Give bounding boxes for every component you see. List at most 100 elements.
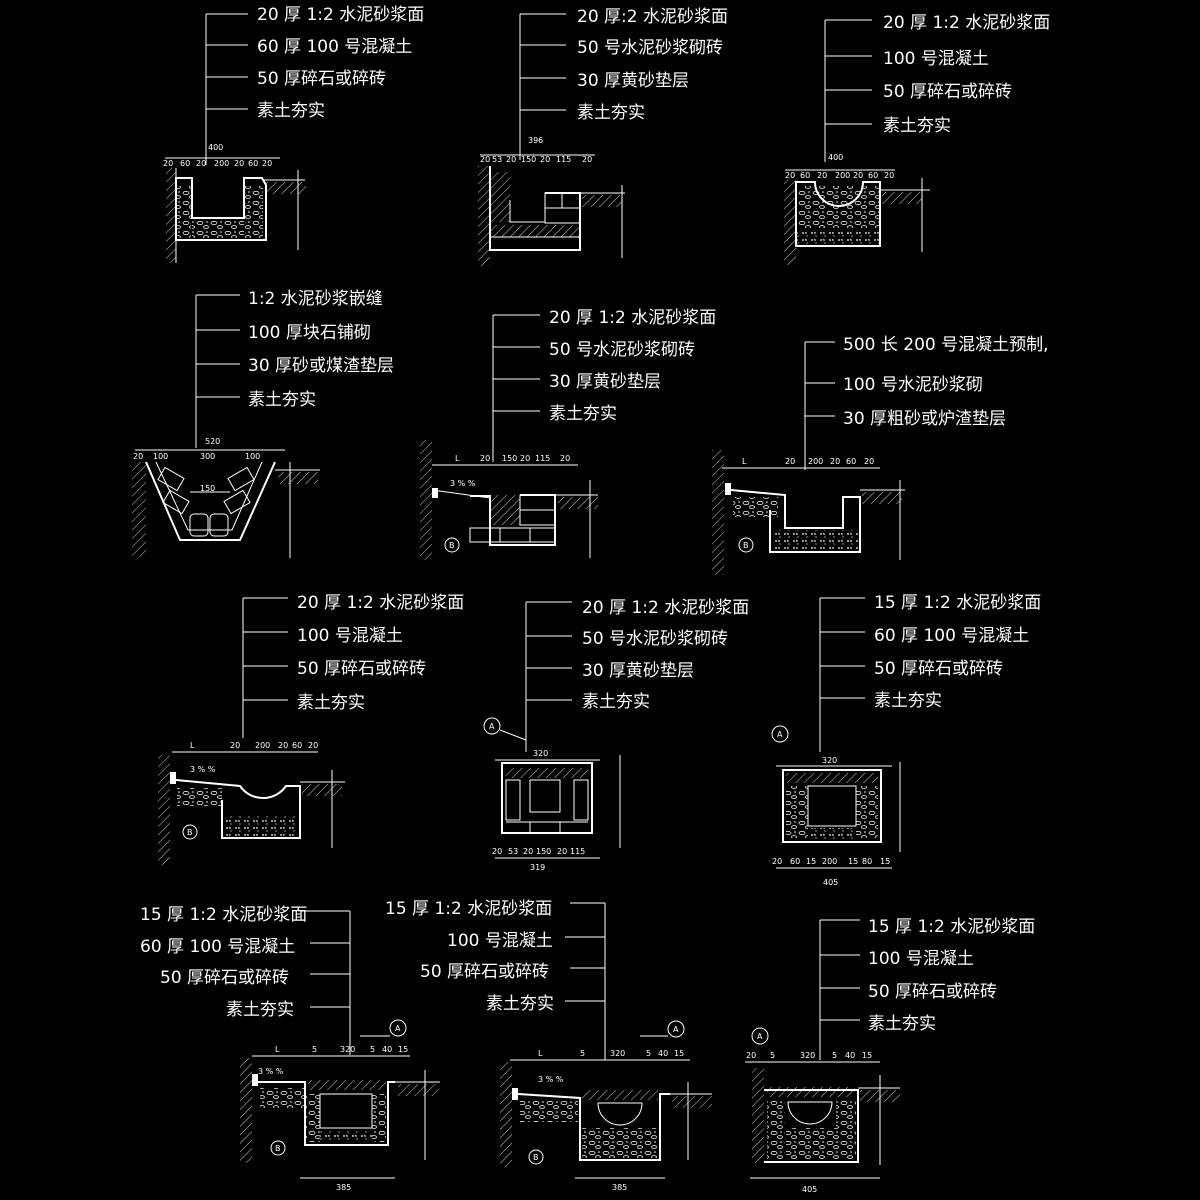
d2-dim-total: 396 bbox=[528, 136, 543, 145]
d5-dim: 115 bbox=[535, 454, 550, 463]
d5-label-1: 20 厚 1:2 水泥砂浆面 bbox=[549, 308, 716, 328]
d1-dim: 20 bbox=[234, 159, 244, 168]
d5-section-mark-b: B bbox=[449, 541, 455, 550]
d10-dim: 5 bbox=[312, 1045, 317, 1054]
d7-label-1: 20 厚 1:2 水泥砂浆面 bbox=[297, 593, 464, 613]
d8-label-1: 20 厚 1:2 水泥砂浆面 bbox=[582, 598, 749, 618]
d9-dim: 60 bbox=[790, 857, 800, 866]
d2-dim: 20 bbox=[582, 155, 592, 164]
d8-section-mark-a: A bbox=[489, 722, 495, 731]
d7-dim: 20 bbox=[230, 741, 240, 750]
d8-dim: 20 bbox=[523, 847, 533, 856]
detail-10-box-gutter-slope: 15 厚 1:2 水泥砂浆面 60 厚 100 号混凝土 50 厚碎石或碎砖 素… bbox=[140, 905, 440, 1192]
d12-dim-total: 405 bbox=[802, 1185, 817, 1194]
d12-dim: 320 bbox=[800, 1051, 815, 1060]
d4-label-3: 30 厚砂或煤渣垫层 bbox=[248, 356, 394, 376]
d6-section-mark-b: B bbox=[743, 541, 749, 550]
d8-dim: 150 bbox=[536, 847, 551, 856]
d9-label-2: 60 厚 100 号混凝土 bbox=[874, 626, 1029, 646]
d10-section-mark-b: B bbox=[275, 1144, 281, 1153]
d1-dim: 20 bbox=[163, 159, 173, 168]
d3-label-3: 50 厚碎石或碎砖 bbox=[883, 82, 1012, 102]
detail-6-precast-gutter: 500 长 200 号混凝土预制, 100 号水泥砂浆砌 30 厚粗砂或炉渣垫层… bbox=[712, 335, 1049, 575]
d11-label-4: 素土夯实 bbox=[486, 994, 554, 1014]
d3-label-2: 100 号混凝土 bbox=[883, 49, 989, 69]
d4-label-1: 1:2 水泥砂浆嵌缝 bbox=[248, 289, 383, 309]
d4-label-2: 100 厚块石铺砌 bbox=[248, 323, 371, 343]
d6-dim: L bbox=[742, 457, 747, 466]
d11-section-mark-b: B bbox=[533, 1153, 539, 1162]
d7-dim: 20 bbox=[308, 741, 318, 750]
d11-dim: 15 bbox=[674, 1049, 684, 1058]
d12-label-3: 50 厚碎石或碎砖 bbox=[868, 982, 997, 1002]
d9-section-mark-a: A bbox=[777, 730, 783, 739]
d7-label-3: 50 厚碎石或碎砖 bbox=[297, 659, 426, 679]
d5-dim: 150 bbox=[502, 454, 517, 463]
d7-label-4: 素土夯实 bbox=[297, 693, 365, 713]
d8-dim: 53 bbox=[508, 847, 518, 856]
d11-dim: 40 bbox=[658, 1049, 668, 1058]
d11-slope-label: 3 % % bbox=[538, 1075, 564, 1084]
d1-label-3: 50 厚碎石或碎砖 bbox=[257, 69, 386, 89]
d2-label-1: 20 厚:2 水泥砂浆面 bbox=[577, 7, 728, 27]
d3-dim: 60 bbox=[800, 171, 810, 180]
d11-dim: 5 bbox=[646, 1049, 651, 1058]
d7-slope-label: 3 % % bbox=[190, 765, 216, 774]
d11-dim: 5 bbox=[580, 1049, 585, 1058]
d3-dim: 20 bbox=[884, 171, 894, 180]
d5-dim: 20 bbox=[560, 454, 570, 463]
d10-section-mark-a: A bbox=[395, 1024, 401, 1033]
detail-12-semicircle-box-gutter: 15 厚 1:2 水泥砂浆面 100 号混凝土 50 厚碎石或碎砖 素土夯实 A… bbox=[745, 917, 1035, 1194]
d1-label-2: 60 厚 100 号混凝土 bbox=[257, 37, 412, 57]
d9-dim-top: 320 bbox=[822, 756, 837, 765]
d11-section-mark-a: A bbox=[673, 1025, 679, 1034]
d12-dim: 5 bbox=[832, 1051, 837, 1060]
d4-dim-total: 520 bbox=[205, 437, 220, 446]
d1-dim-total: 400 bbox=[208, 143, 223, 152]
d2-dim: 20 bbox=[540, 155, 550, 164]
d6-label-3: 30 厚粗砂或炉渣垫层 bbox=[843, 409, 1006, 429]
d1-label-1: 20 厚 1:2 水泥砂浆面 bbox=[257, 5, 424, 25]
d11-label-3: 50 厚碎石或碎砖 bbox=[420, 962, 549, 982]
d5-label-2: 50 号水泥砂浆砌砖 bbox=[549, 340, 695, 360]
d10-slope-label: 3 % % bbox=[258, 1067, 284, 1076]
d5-dim: 20 bbox=[520, 454, 530, 463]
d9-label-3: 50 厚碎石或碎砖 bbox=[874, 659, 1003, 679]
d2-dim: 20 bbox=[506, 155, 516, 164]
d12-dim: 15 bbox=[862, 1051, 872, 1060]
d10-label-1: 15 厚 1:2 水泥砂浆面 bbox=[140, 905, 307, 925]
d3-dim: 60 bbox=[868, 171, 878, 180]
d11-label-1: 15 厚 1:2 水泥砂浆面 bbox=[385, 899, 552, 919]
d8-dim-top: 320 bbox=[533, 749, 548, 758]
d10-dim: L bbox=[275, 1045, 280, 1054]
detail-2-brick-gutter: 20 厚:2 水泥砂浆面 50 号水泥砂浆砌砖 30 厚黄砂垫层 素土夯实 39… bbox=[478, 7, 728, 266]
d4-dim: 100 bbox=[153, 452, 168, 461]
d6-dim: 20 bbox=[864, 457, 874, 466]
d7-label-2: 100 号混凝土 bbox=[297, 626, 403, 646]
d11-dim-total: 385 bbox=[612, 1183, 627, 1192]
d6-label-2: 100 号水泥砂浆砌 bbox=[843, 375, 983, 395]
d7-dim: L bbox=[190, 741, 195, 750]
d2-dim: 115 bbox=[556, 155, 571, 164]
d3-label-1: 20 厚 1:2 水泥砂浆面 bbox=[883, 13, 1050, 33]
d2-label-4: 素土夯实 bbox=[577, 103, 645, 123]
d8-dim: 20 bbox=[557, 847, 567, 856]
d9-dim: 80 bbox=[862, 857, 872, 866]
d3-dim: 200 bbox=[835, 171, 850, 180]
d3-dim: 20 bbox=[853, 171, 863, 180]
detail-1-concrete-gutter: 20 厚 1:2 水泥砂浆面 60 厚 100 号混凝土 50 厚碎石或碎砖 素… bbox=[163, 5, 424, 263]
d10-dim-total: 385 bbox=[336, 1183, 351, 1192]
d3-label-4: 素土夯实 bbox=[883, 116, 951, 136]
d5-dim: L bbox=[455, 454, 460, 463]
d8-label-2: 50 号水泥砂浆砌砖 bbox=[582, 629, 728, 649]
d1-dim: 60 bbox=[248, 159, 258, 168]
detail-8-brick-box-gutter: 20 厚 1:2 水泥砂浆面 50 号水泥砂浆砌砖 30 厚黄砂垫层 素土夯实 … bbox=[483, 598, 749, 872]
d12-dim: 40 bbox=[845, 1051, 855, 1060]
d1-dim: 20 bbox=[196, 159, 206, 168]
d4-dim: 100 bbox=[245, 452, 260, 461]
d7-section-mark-b: B bbox=[187, 828, 193, 837]
d10-label-3: 50 厚碎石或碎砖 bbox=[160, 968, 289, 988]
d4-label-4: 素土夯实 bbox=[248, 390, 316, 410]
d3-dim: 20 bbox=[785, 171, 795, 180]
